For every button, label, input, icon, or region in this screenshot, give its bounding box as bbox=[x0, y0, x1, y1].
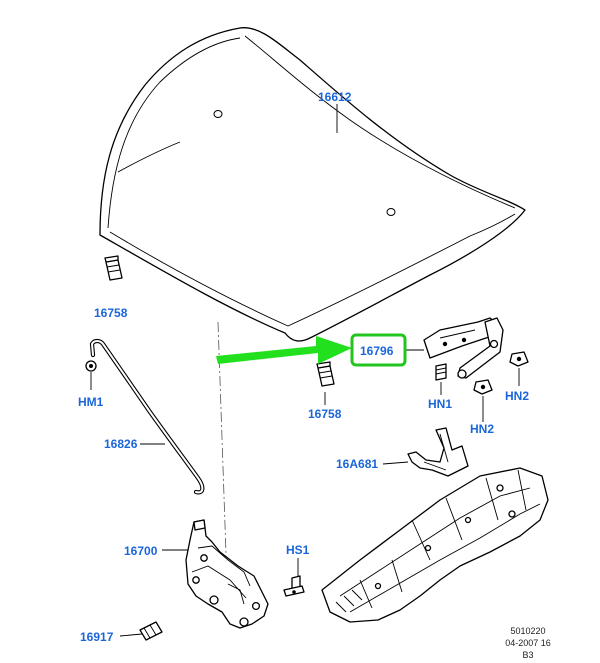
callout-hinge-nut-right: HN2 bbox=[505, 389, 529, 403]
hood-prop-rod[interactable] bbox=[89, 338, 205, 495]
radiator-support-frame bbox=[321, 467, 549, 623]
prop-rod-grommet[interactable] bbox=[85, 360, 97, 372]
latch-screw[interactable] bbox=[283, 575, 305, 597]
hood-hinge[interactable] bbox=[423, 317, 504, 379]
hinge-nut-right[interactable] bbox=[509, 351, 529, 367]
hood-panel[interactable] bbox=[99, 27, 526, 342]
highlight-arrow bbox=[216, 336, 352, 364]
callout-hood: 16612 bbox=[318, 90, 352, 104]
highlight-box bbox=[350, 333, 407, 367]
hood-bumper-lower[interactable] bbox=[316, 361, 335, 387]
latch-support-bracket[interactable] bbox=[407, 427, 469, 477]
callout-latch-cable-end: 16917 bbox=[80, 630, 114, 644]
callout-hinge-nut-lower: HN2 bbox=[470, 422, 494, 436]
callout-prop-rod: 16826 bbox=[104, 437, 138, 451]
hood-bumper-upper[interactable] bbox=[104, 255, 123, 281]
callout-latch: 16700 bbox=[124, 544, 158, 558]
callout-bracket: 16A681 bbox=[336, 457, 378, 471]
footer-drawing-number: 5010220 bbox=[510, 626, 545, 636]
callout-latch-screw: HS1 bbox=[286, 543, 310, 557]
callout-bumper-upper: 16758 bbox=[94, 306, 128, 320]
hood-latch[interactable] bbox=[185, 519, 269, 629]
latch-cable-end[interactable] bbox=[139, 621, 163, 641]
hinge-bolt[interactable] bbox=[435, 363, 447, 381]
callout-prop-rod-grommet: HM1 bbox=[78, 395, 104, 409]
callout-hinge-bolt: HN1 bbox=[428, 397, 452, 411]
callout-bumper-lower: 16758 bbox=[308, 407, 342, 421]
callout-hinge[interactable]: 16796 bbox=[360, 344, 394, 358]
footer-revision: B3 bbox=[522, 650, 533, 660]
footer-date-code: 04-2007 16 bbox=[505, 638, 551, 648]
hinge-nut-lower[interactable] bbox=[473, 379, 493, 395]
